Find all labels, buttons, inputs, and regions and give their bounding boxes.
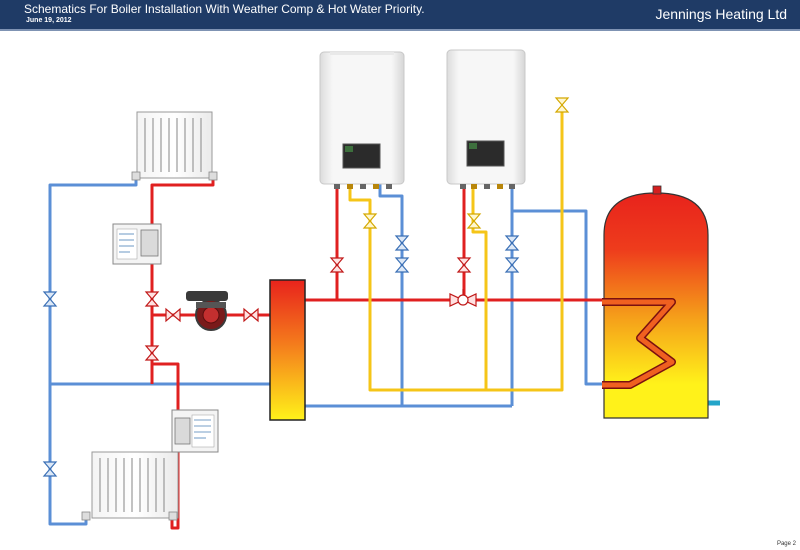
isolation-valves xyxy=(42,97,570,477)
cylinder-coil xyxy=(602,298,676,389)
valve-return-upper xyxy=(42,291,58,307)
valve-boiler2-flow xyxy=(456,257,472,273)
zone-control-upper xyxy=(112,223,162,265)
valve-boiler2-return-a xyxy=(504,235,520,251)
boiler-1 xyxy=(319,51,405,189)
valve-return-lower xyxy=(42,461,58,477)
boiler-1-connections xyxy=(334,184,392,189)
valve-pump-in xyxy=(165,307,181,323)
valve-flow-lower xyxy=(144,345,160,361)
header-bar: Schematics For Boiler Installation With … xyxy=(0,0,800,31)
valve-boiler1-flow xyxy=(329,257,345,273)
valve-boiler2-return-b xyxy=(504,257,520,273)
priority-valve xyxy=(449,289,477,307)
hot-water-cylinder xyxy=(602,185,709,419)
radiator-upper xyxy=(131,111,218,181)
dhw-pipework xyxy=(348,108,564,392)
valve-dhw-outlet xyxy=(554,97,570,113)
valve-pump-out xyxy=(243,307,259,323)
return-pipework xyxy=(48,179,720,526)
valve-boiler2-dhw xyxy=(466,213,482,229)
page-date: June 19, 2012 xyxy=(26,17,72,24)
circulating-pump xyxy=(186,291,228,331)
valve-boiler1-dhw xyxy=(362,213,378,229)
boiler-2-connections xyxy=(460,184,515,189)
radiator-lower xyxy=(81,451,179,521)
flow-pipework xyxy=(150,179,602,530)
company-name: Jennings Heating Ltd xyxy=(655,6,787,22)
valve-flow-upper xyxy=(144,291,160,307)
low-loss-header xyxy=(269,279,306,421)
page-number: Page 2 xyxy=(776,541,796,547)
valve-boiler1-return-a xyxy=(394,235,410,251)
boiler-2 xyxy=(446,49,526,189)
valve-boiler1-return-b xyxy=(394,257,410,273)
zone-control-lower xyxy=(171,409,219,453)
page-title: Schematics For Boiler Installation With … xyxy=(24,2,425,16)
